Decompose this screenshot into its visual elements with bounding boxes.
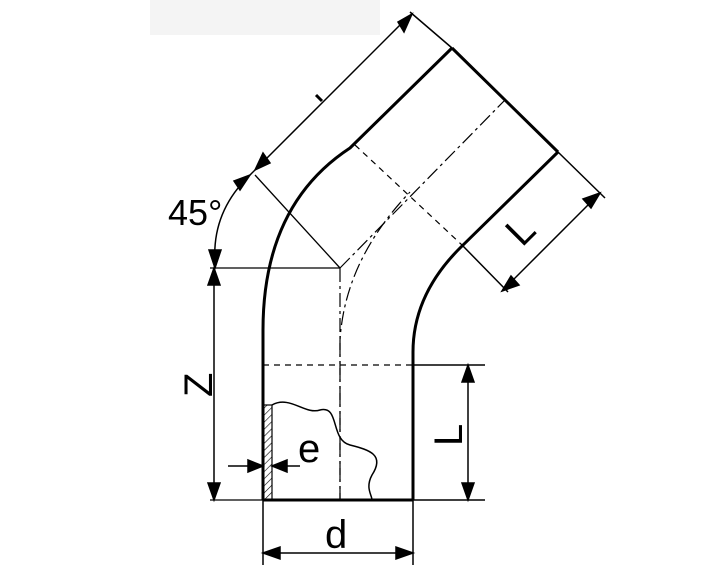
l-vertical-dimension — [413, 362, 485, 503]
e-dimension — [228, 458, 300, 474]
scan-smudge — [150, 0, 380, 35]
top-angled-dimension — [249, 11, 453, 176]
z-label: Z — [177, 373, 221, 397]
angle-label: 45° — [168, 192, 222, 233]
e-label: e — [298, 427, 320, 471]
wall-hatching — [262, 404, 273, 501]
l-angled-label: L — [497, 208, 544, 255]
cutaway-break-line — [271, 401, 378, 501]
center-lines — [339, 99, 506, 500]
outer-wall — [261, 46, 454, 500]
l-angled-dimension — [461, 151, 606, 293]
elbow-outline — [261, 46, 560, 502]
d-label: d — [325, 513, 347, 557]
angle-dimension — [207, 173, 252, 271]
reference-lines — [210, 174, 341, 501]
z-dimension — [206, 265, 222, 503]
l-vertical-label: L — [427, 424, 471, 446]
hidden-lines — [263, 144, 463, 366]
d-dimension — [260, 500, 416, 565]
angled-end-face — [450, 46, 560, 154]
inner-wall — [411, 150, 560, 500]
